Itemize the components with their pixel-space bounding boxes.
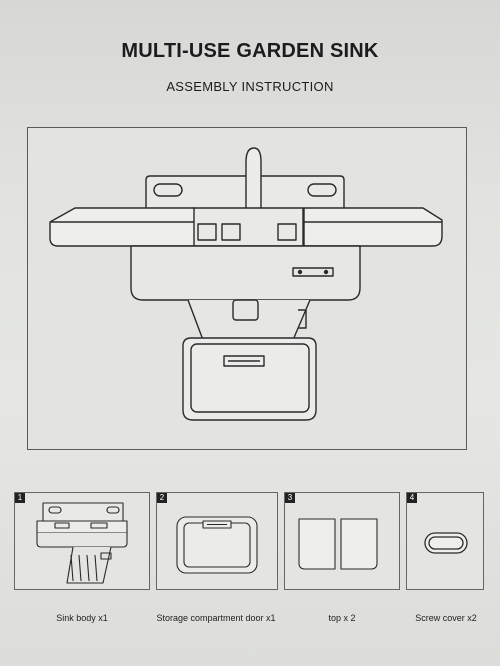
part-4-panel: 4 (406, 492, 484, 590)
part-2-panel: 2 (156, 492, 278, 590)
top-boards-illustration (298, 518, 378, 570)
part-2-caption: Storage compartment door x1 (156, 613, 276, 623)
document-subtitle: ASSEMBLY INSTRUCTION (166, 79, 334, 94)
part-3-panel: 3 (284, 492, 400, 590)
sink-body-illustration (36, 502, 128, 584)
part-1-caption: Sink body x1 (56, 613, 108, 623)
part-number-2: 2 (157, 493, 167, 503)
part-number-3: 3 (285, 493, 295, 503)
screw-cover-illustration (424, 532, 468, 554)
storage-door-illustration (176, 516, 258, 574)
part-number-1: 1 (15, 493, 25, 503)
part-4-caption: Screw cover x2 (415, 613, 477, 623)
garden-sink-illustration (49, 147, 443, 421)
part-number-4: 4 (407, 493, 417, 503)
part-1-panel: 1 (14, 492, 150, 590)
document-title: MULTI-USE GARDEN SINK (121, 40, 379, 62)
main-illustration-frame (27, 127, 467, 450)
part-3-caption: top x 2 (328, 613, 356, 623)
